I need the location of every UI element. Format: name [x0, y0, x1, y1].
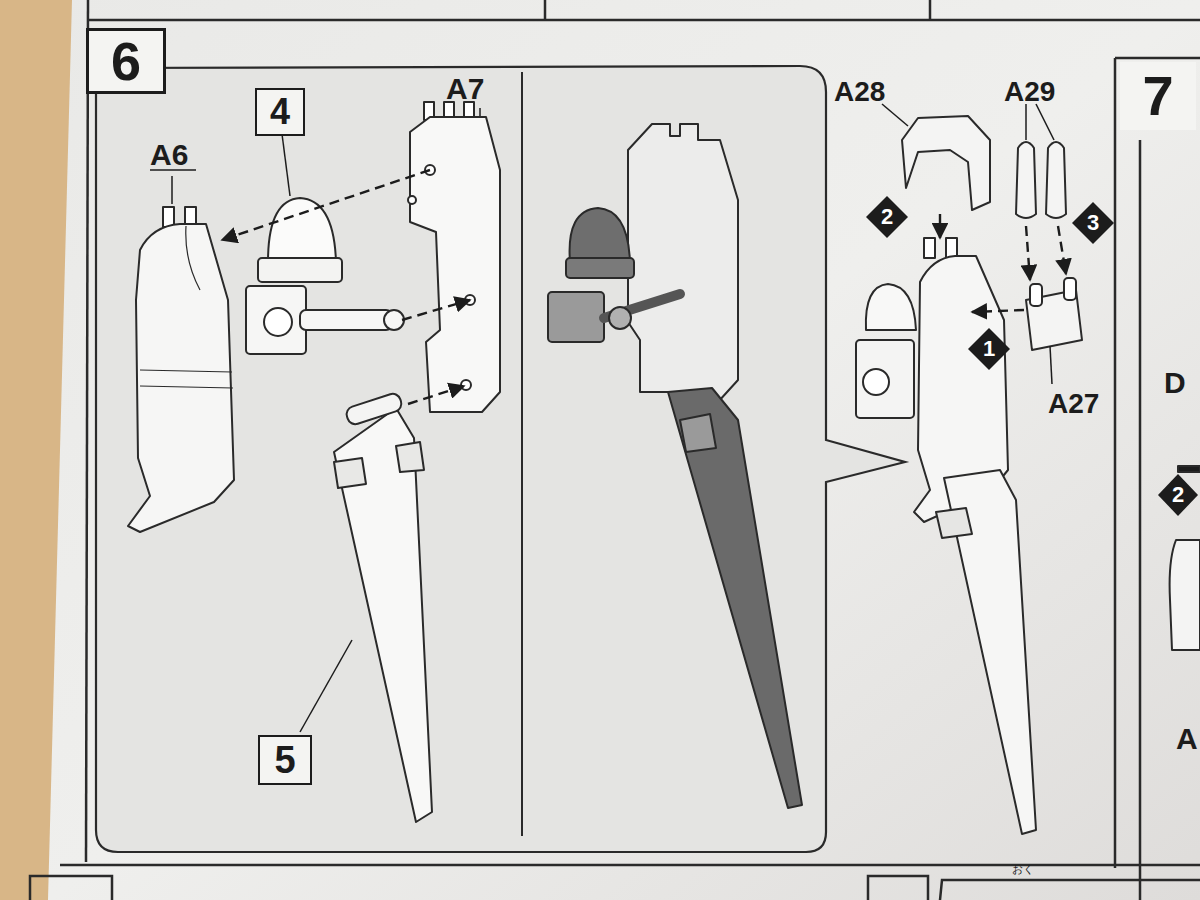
step-order-number: 1 — [983, 338, 995, 360]
diamond-fill — [968, 328, 1010, 370]
part-number: A7 — [446, 74, 484, 104]
order-diamond: 2 — [1158, 474, 1198, 516]
step-number: 6 — [86, 28, 166, 94]
callout-number-text: 5 — [274, 741, 295, 779]
part-number: A27 — [1048, 390, 1099, 418]
part-letter: D — [1164, 368, 1186, 398]
part-number: A29 — [1004, 78, 1055, 106]
note-text: おく — [1012, 864, 1034, 875]
paper-sheet — [48, 0, 1200, 900]
callout-number: 4 — [255, 88, 305, 136]
page-grid — [30, 0, 1200, 900]
step-number-text: 6 — [111, 34, 141, 88]
part-number: A6 — [150, 140, 188, 170]
order-diamond: 3 — [1072, 202, 1114, 244]
step-number-text: 7 — [1142, 68, 1173, 124]
order-diamond: 2 — [866, 196, 908, 238]
order-diamond: 1 — [968, 328, 1010, 370]
diamond-fill — [866, 196, 908, 238]
step-order-number: 2 — [881, 206, 893, 228]
diamond-fill — [1072, 202, 1114, 244]
panel-divider — [521, 72, 523, 836]
detail-panel — [96, 66, 905, 852]
assembly-arrows — [222, 170, 1066, 404]
step-order-number: 2 — [1172, 484, 1184, 506]
parts — [128, 102, 1200, 834]
part-letter: A — [1176, 724, 1198, 754]
diamond-fill — [1158, 474, 1198, 516]
callout-number: 5 — [258, 735, 312, 785]
leader-lines — [150, 104, 1054, 732]
step-order-number: 3 — [1087, 212, 1099, 234]
step-number: 7 — [1120, 62, 1196, 130]
part-number: A28 — [834, 78, 885, 106]
callout-number-text: 4 — [270, 94, 290, 130]
